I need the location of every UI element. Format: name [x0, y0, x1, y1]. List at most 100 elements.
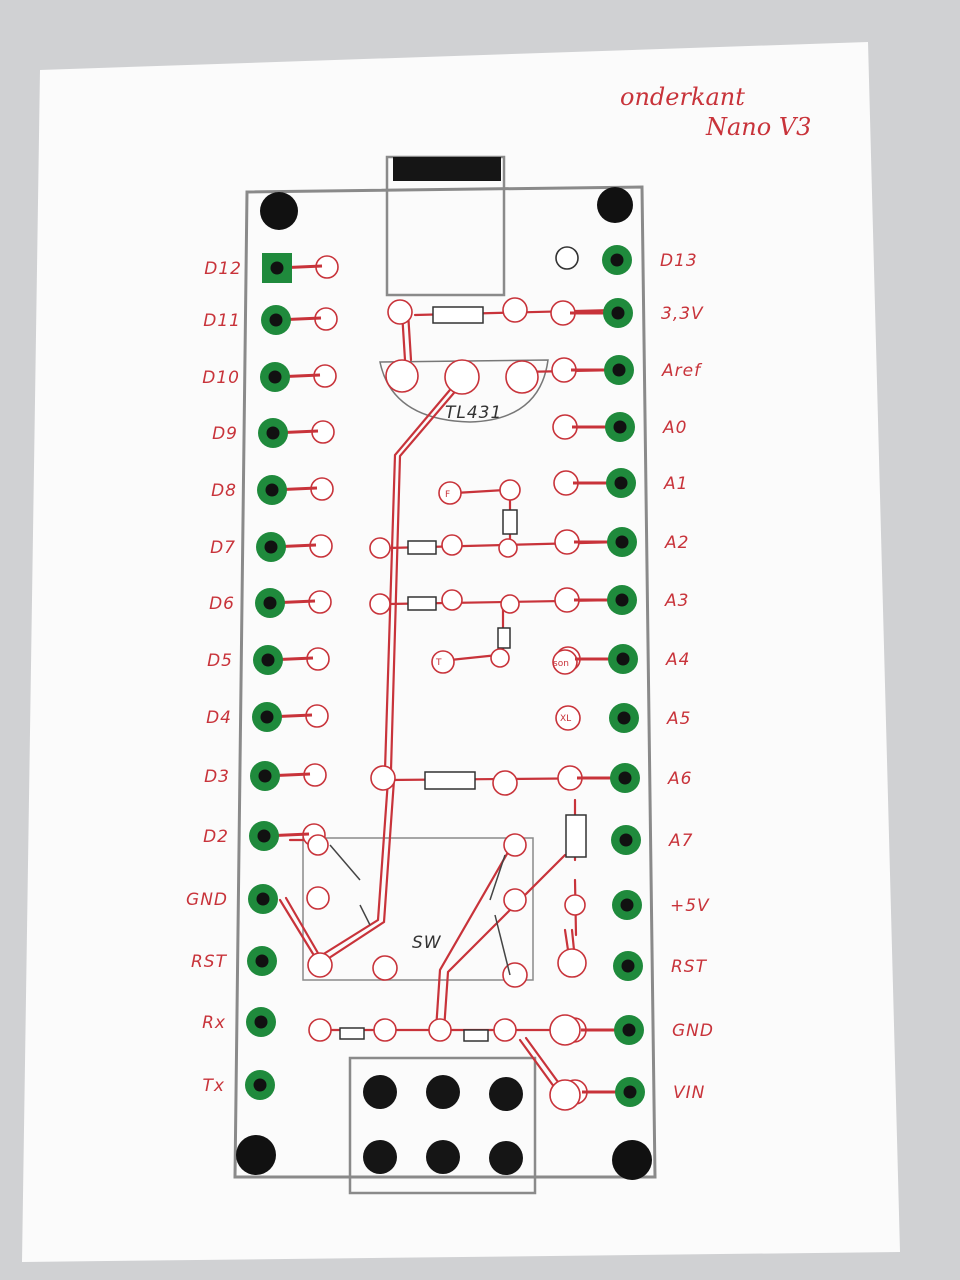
left-pin-hole [263, 596, 277, 610]
note-line-1: onderkant [620, 83, 745, 111]
hand-drawn-pad [549, 1079, 581, 1111]
left-pin-hole [266, 426, 280, 440]
right-pin-label: A5 [666, 709, 691, 729]
left-pin-hole [269, 313, 283, 327]
right-pin-hole [617, 711, 631, 725]
right-pin-hole [616, 652, 630, 666]
regulator-label: TL431 [445, 403, 502, 423]
icsp-header-pads [363, 1075, 523, 1175]
right-pin-label: VIN [673, 1083, 705, 1103]
left-pin-label: D7 [210, 538, 236, 558]
left-pin-label: Tx [203, 1076, 225, 1096]
right-pin-label: A7 [668, 831, 693, 851]
paper-sheet [22, 42, 900, 1262]
left-pin-hole [254, 1015, 268, 1029]
right-pin-hole [613, 420, 627, 434]
hand-drawn-pad [557, 948, 587, 978]
left-pin-label: D9 [212, 424, 238, 444]
left-pin-label: Rx [202, 1013, 226, 1033]
left-pin-label: GND [186, 890, 228, 910]
left-pin-hole [264, 540, 278, 554]
hand-drawn-pad [308, 1018, 332, 1042]
hand-drawn-pad [490, 648, 510, 668]
left-pin-hole [260, 710, 274, 724]
hand-drawn-pad [441, 534, 463, 556]
right-pin-hole [612, 363, 626, 377]
right-pin-hole [623, 1085, 637, 1099]
right-pin-hole [614, 476, 628, 490]
right-pin-label: A2 [664, 533, 689, 553]
right-pin-label: A1 [663, 474, 688, 494]
right-pin-hole [619, 833, 633, 847]
hand-drawn-pad [372, 955, 398, 981]
hand-drawn-pad [306, 886, 330, 910]
hand-drawn-pad [499, 479, 521, 501]
left-pin-hole [265, 483, 279, 497]
icsp-header-outline [348, 1056, 537, 1195]
right-pin-label: RST [671, 957, 708, 977]
left-pin-label: D12 [204, 259, 242, 279]
hand-drawn-pad [307, 834, 329, 856]
right-pin-label: +5V [670, 896, 710, 916]
right-pin-hole [611, 306, 625, 320]
right-pin-label: A4 [665, 650, 690, 670]
hand-drawn-pad [502, 962, 528, 988]
hand-drawn-pad [564, 894, 586, 916]
resistors [339, 306, 587, 1042]
left-pin-hole [261, 653, 275, 667]
right-pin-label: A6 [667, 769, 692, 789]
hand-drawn-pad [555, 246, 579, 270]
hand-drawn-pad [498, 538, 518, 558]
switch-outline [302, 837, 534, 981]
right-pin-hole [620, 898, 634, 912]
left-pin-hole [253, 1078, 267, 1092]
left-pin-hole [255, 954, 269, 968]
left-pin-label: D5 [207, 651, 233, 671]
left-pin-label: D10 [202, 368, 240, 388]
left-pin-label: D3 [204, 767, 230, 787]
hand-drawn-pad [441, 589, 463, 611]
hand-drawn-pad [549, 1014, 581, 1046]
right-pin-label: A3 [664, 591, 689, 611]
hand-drawn-pads [302, 246, 588, 1111]
hand-drawn-pad [492, 770, 518, 796]
right-pin-hole [610, 253, 624, 267]
right-pin-label: D13 [660, 251, 698, 271]
hand-drawn-pad [503, 833, 527, 857]
right-pin-label: Aref [661, 361, 703, 381]
hand-drawn-pad [552, 649, 578, 675]
hand-drawn-pad [428, 1018, 452, 1042]
hand-drawn-pad [505, 360, 539, 394]
right-pin-hole [615, 593, 629, 607]
right-pin-label: A0 [662, 418, 687, 438]
left-pin-hole [268, 370, 282, 384]
left-pin-hole [257, 829, 271, 843]
right-pin-hole [618, 771, 632, 785]
usb-connector-shell [393, 157, 501, 181]
left-pin-label: D11 [203, 311, 241, 331]
hand-drawn-pad [500, 594, 520, 614]
left-pin-header [245, 253, 323, 1100]
hand-drawn-pad [503, 888, 527, 912]
left-pin-hole [258, 769, 272, 783]
left-pin-label: D4 [206, 708, 232, 728]
right-pin-label: 3,3V [661, 304, 704, 324]
right-pin-hole [621, 959, 635, 973]
left-pin-hole [256, 892, 270, 906]
hand-drawn-pad [369, 537, 391, 559]
hand-drawn-pad [307, 952, 333, 978]
right-pin-hole [615, 535, 629, 549]
right-pin-hole [622, 1023, 636, 1037]
pad-son-label: son [553, 659, 569, 669]
pad-t-label: T [435, 658, 442, 668]
switch-label: SW [412, 933, 442, 953]
right-pin-label: GND [672, 1021, 714, 1041]
hand-drawn-pad [373, 1018, 397, 1042]
mounting-hole-top-left [260, 192, 298, 230]
hand-drawn-pad [502, 297, 528, 323]
hand-drawn-pad [431, 650, 455, 674]
mounting-hole-bottom-left [236, 1135, 276, 1175]
pad-f-label: F [445, 490, 450, 500]
